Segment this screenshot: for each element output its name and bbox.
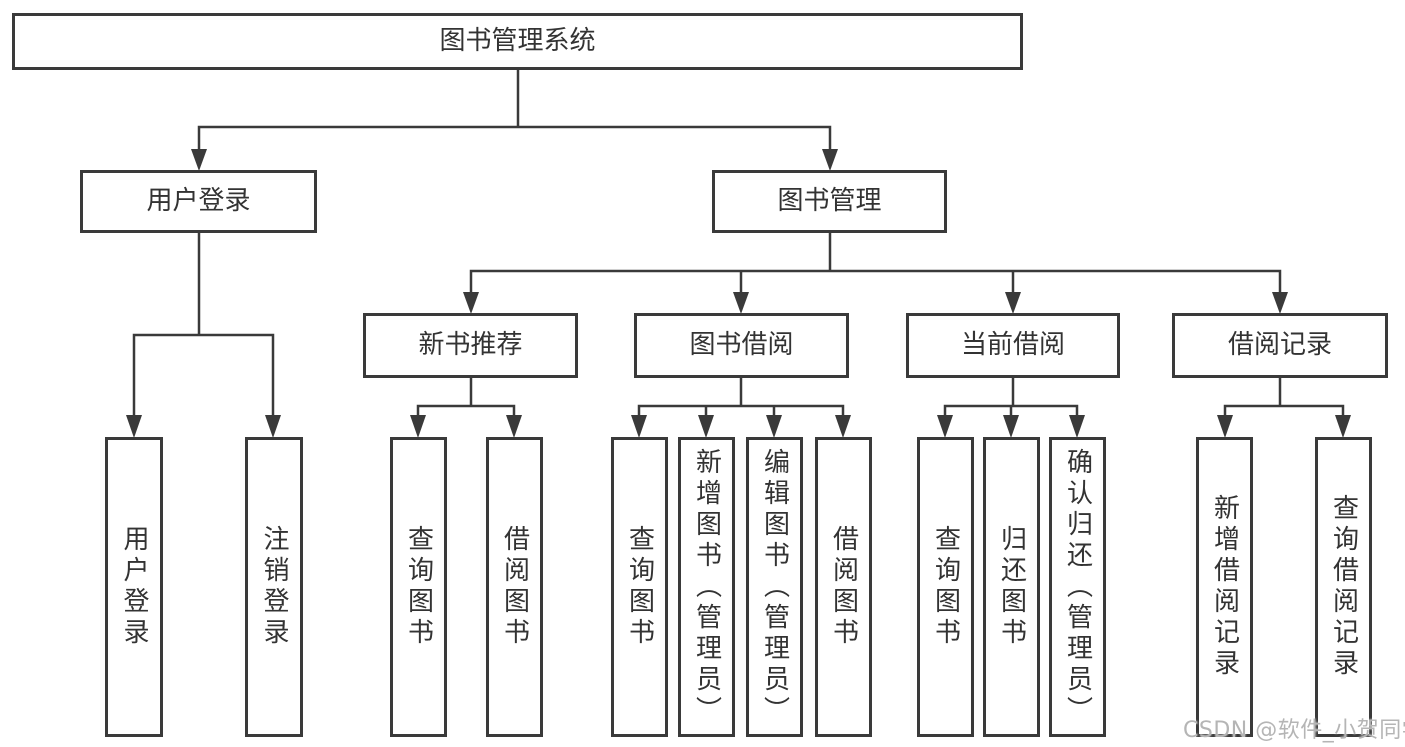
leaf-query-books-2: 查询图书 (611, 437, 668, 737)
leaf-edit-book-admin: 编辑图书（管理员） (746, 437, 803, 737)
node-current-borrowing: 当前借阅 (906, 313, 1120, 378)
node-book-management: 图书管理 (712, 170, 947, 233)
arrowhead-icon (1217, 415, 1233, 438)
leaf-query-books-1: 查询图书 (390, 437, 447, 737)
node-root-label: 图书管理系统 (439, 25, 596, 56)
arrowhead-icon (126, 415, 142, 438)
leaf-query-books-3: 查询图书 (917, 437, 974, 737)
node-borrowing-records-label: 借阅记录 (1227, 329, 1332, 360)
arrowhead-icon (766, 415, 782, 438)
leaf-add-borrow-record: 新增借阅记录 (1196, 437, 1253, 737)
leaf-logout-login: 注销登录 (245, 437, 303, 737)
arrowhead-icon (631, 415, 647, 438)
leaf-return-books-label: 归还图书 (996, 525, 1027, 649)
leaf-logout-login-label: 注销登录 (259, 525, 289, 649)
arrowhead-icon (822, 149, 838, 171)
leaf-query-books-2-label: 查询图书 (624, 525, 655, 649)
arrowhead-icon (1003, 415, 1019, 438)
arrowhead-icon (1272, 292, 1288, 314)
leaf-confirm-return-admin-label: 确认归还（管理员） (1062, 447, 1093, 727)
arrowhead-icon (410, 415, 426, 438)
node-book-borrowing: 图书借阅 (634, 313, 849, 378)
leaf-query-borrow-record: 查询借阅记录 (1315, 437, 1372, 737)
arrowhead-icon (1335, 415, 1351, 438)
leaf-add-borrow-record-label: 新增借阅记录 (1209, 494, 1240, 680)
node-user-login: 用户登录 (80, 170, 317, 233)
leaf-borrow-books-1-label: 借阅图书 (499, 525, 530, 649)
leaf-add-book-admin-label: 新增图书（管理员） (691, 447, 722, 727)
node-current-borrowing-label: 当前借阅 (960, 329, 1065, 360)
arrowhead-icon (698, 415, 714, 438)
arrowhead-icon (191, 149, 207, 171)
arrowhead-icon (835, 415, 851, 438)
node-book-borrowing-label: 图书借阅 (689, 329, 794, 360)
node-root: 图书管理系统 (12, 13, 1023, 70)
node-user-login-label: 用户登录 (146, 185, 251, 216)
leaf-query-books-3-label: 查询图书 (930, 525, 961, 649)
leaf-confirm-return-admin: 确认归还（管理员） (1049, 437, 1106, 737)
arrowhead-icon (506, 415, 522, 438)
leaf-return-books: 归还图书 (983, 437, 1040, 737)
arrowhead-icon (265, 415, 281, 438)
watermark: CSDN @软件_小贺同学 (1183, 718, 1405, 743)
node-new-book-recommend-label: 新书推荐 (418, 329, 523, 360)
arrowhead-icon (463, 292, 479, 314)
node-book-management-label: 图书管理 (777, 185, 882, 216)
leaf-user-login: 用户登录 (105, 437, 163, 737)
arrowhead-icon (1005, 292, 1021, 314)
leaf-borrow-books-2-label: 借阅图书 (828, 525, 859, 649)
node-borrowing-records: 借阅记录 (1172, 313, 1388, 378)
leaf-query-borrow-record-label: 查询借阅记录 (1328, 494, 1359, 680)
leaf-user-login-label: 用户登录 (119, 525, 149, 649)
arrowhead-icon (1069, 415, 1085, 438)
arrowhead-icon (733, 292, 749, 314)
leaf-query-books-1-label: 查询图书 (403, 525, 434, 649)
leaf-borrow-books-1: 借阅图书 (486, 437, 543, 737)
leaf-add-book-admin: 新增图书（管理员） (678, 437, 735, 737)
leaf-edit-book-admin-label: 编辑图书（管理员） (759, 447, 790, 727)
arrowhead-icon (937, 415, 953, 438)
leaf-borrow-books-2: 借阅图书 (815, 437, 872, 737)
node-new-book-recommend: 新书推荐 (363, 313, 578, 378)
